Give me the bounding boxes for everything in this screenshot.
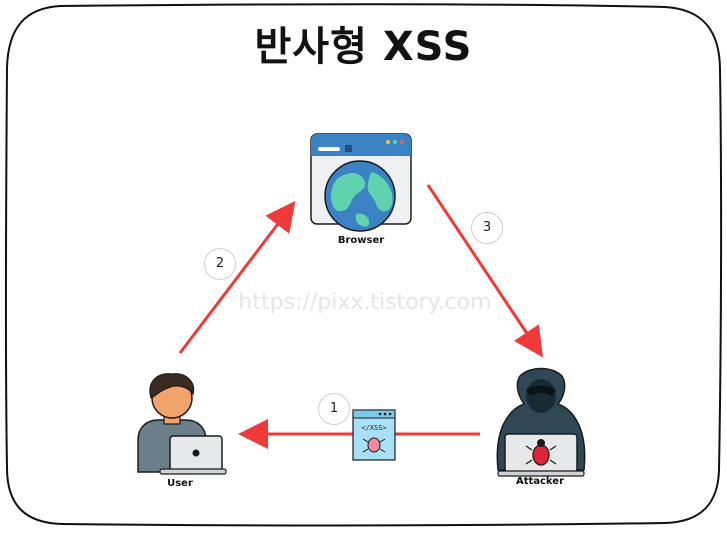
step-3-badge: 3 xyxy=(471,212,503,244)
watermark: https://pixx.tistory.com xyxy=(238,290,492,315)
user-icon xyxy=(137,373,227,475)
step-1-badge: 1 xyxy=(318,393,350,425)
attacker-icon xyxy=(496,367,586,477)
xss-payload-icon: </XSS> xyxy=(352,409,396,461)
step-2-badge: 2 xyxy=(204,248,236,280)
arrow-browser-to-attacker xyxy=(426,184,543,358)
browser-label: Browser xyxy=(337,235,385,246)
outer-frame xyxy=(4,3,723,527)
attacker-label: Attacker xyxy=(515,476,565,487)
xss-payload-label: </XSS> xyxy=(361,424,386,432)
browser-icon xyxy=(310,133,412,232)
diagram-title: 반사형 XSS xyxy=(254,24,473,70)
user-label: User xyxy=(167,478,193,489)
arrow-user-to-browser xyxy=(178,200,296,354)
